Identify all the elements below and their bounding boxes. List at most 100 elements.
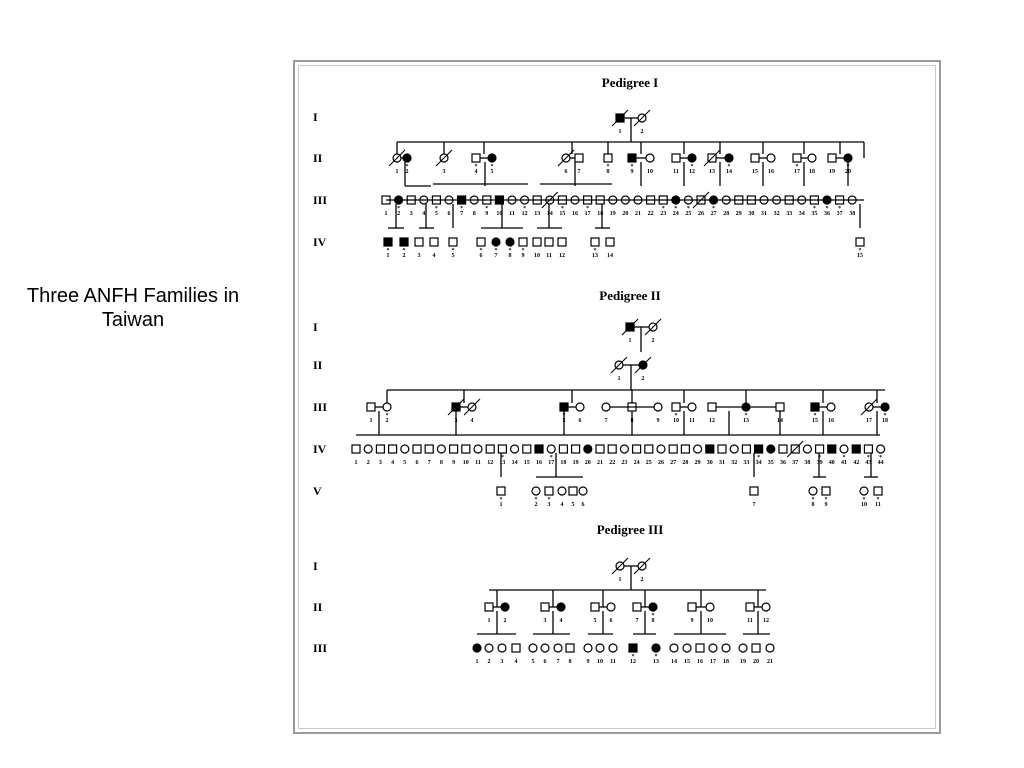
male-individual: 15 [750, 153, 760, 175]
proband-marker: * [586, 206, 589, 212]
male-square [532, 237, 542, 247]
male-square [627, 153, 637, 163]
female-individual: 18 [807, 153, 817, 175]
female-individual: 7 [553, 643, 563, 665]
female-individual: *14 [724, 153, 734, 175]
individual-number: 35 [768, 460, 774, 466]
individual-number: 4 [561, 502, 564, 508]
male-individual: 37 [786, 440, 804, 466]
individual-number: 36 [824, 211, 830, 217]
female-circle [473, 444, 483, 454]
female-individual: 34 [797, 195, 807, 217]
female-individual: 2 [633, 109, 651, 135]
individual-number: 30 [707, 460, 713, 466]
individual-number: 1 [387, 253, 390, 259]
deceased-slash [633, 109, 651, 127]
proband-marker: * [859, 248, 862, 254]
deceased-slash [463, 398, 481, 416]
individual-number: 9 [825, 502, 828, 508]
deceased-slash [557, 149, 575, 167]
individual-number: 38 [849, 211, 855, 217]
female-individual: 6 [606, 602, 616, 624]
female-circle [765, 643, 775, 653]
proband-marker: * [691, 164, 694, 170]
male-individual: *17 [792, 153, 802, 175]
deceased-slash [447, 398, 465, 416]
male-individual: 33 [784, 195, 794, 217]
individual-number: 10 [861, 502, 867, 508]
male-square [544, 237, 554, 247]
female-individual: 19 [738, 643, 748, 665]
individual-number: 22 [648, 211, 654, 217]
individual-number: 8 [607, 169, 610, 175]
individual-number: 26 [698, 211, 704, 217]
female-individual: 21 [765, 643, 775, 665]
proband-marker: * [843, 455, 846, 461]
female-individual: 4 [557, 486, 567, 508]
female-circle [651, 643, 661, 653]
proband-marker: * [509, 248, 512, 254]
male-square [471, 153, 481, 163]
individual-number: 33 [743, 460, 749, 466]
female-individual: *5 [487, 153, 497, 175]
proband-marker: * [495, 248, 498, 254]
female-circle [648, 602, 658, 612]
female-individual: 20 [620, 195, 631, 217]
individual-number: 7 [578, 169, 581, 175]
individual-number: 18 [809, 169, 815, 175]
individual-number: 9 [485, 211, 488, 217]
male-individual: *13 [590, 237, 600, 259]
female-individual: 31 [759, 195, 769, 217]
individual-number: 5 [572, 502, 575, 508]
male-individual: 7 [574, 153, 584, 175]
female-circle [738, 643, 748, 653]
proband-marker: * [838, 206, 841, 212]
individual-number: 41 [841, 460, 847, 466]
individual-number: 20 [753, 659, 759, 665]
individual-number: 19 [740, 659, 746, 665]
proband-marker: * [501, 455, 504, 461]
proband-marker: * [403, 248, 406, 254]
female-individual: 32 [729, 444, 739, 466]
male-square [680, 444, 691, 454]
individual-number: 4 [433, 253, 436, 259]
individual-number: 1 [488, 618, 491, 624]
female-individual: *18 [880, 402, 890, 424]
individual-number: 20 [622, 211, 628, 217]
proband-marker: * [757, 455, 760, 461]
individual-number: 5 [491, 169, 494, 175]
individual-number: 9 [657, 418, 660, 424]
male-square [749, 486, 759, 496]
female-individual: 1 [472, 643, 482, 665]
individual-number: 21 [597, 460, 603, 466]
female-circle [656, 444, 666, 454]
male-individual: 7 [749, 486, 759, 508]
proband-marker: * [813, 206, 816, 212]
individual-number: 14 [512, 460, 518, 466]
individual-number: 15 [857, 253, 863, 259]
female-individual: 6 [444, 195, 454, 217]
individual-number: 6 [582, 502, 585, 508]
male-individual: 1 [381, 195, 391, 217]
male-individual: 30 [746, 195, 757, 217]
female-individual: *2 [531, 486, 541, 508]
pedigree-title: Pedigree II [599, 288, 661, 303]
male-individual: *4 [471, 153, 481, 175]
female-individual: *36 [822, 195, 832, 217]
individual-number: 4 [391, 460, 394, 466]
individual-number: 11 [475, 460, 481, 466]
male-individual: *3 [544, 486, 554, 508]
individual-number: 15 [812, 418, 818, 424]
male-square [631, 444, 642, 454]
male-square [375, 444, 385, 454]
individual-number: 17 [866, 418, 872, 424]
female-circle [802, 444, 813, 454]
male-square [717, 444, 727, 454]
individual-number: 28 [723, 211, 729, 217]
individual-number: 1 [370, 418, 373, 424]
pedigree-title: Pedigree III [597, 522, 664, 537]
individual-number: 31 [719, 460, 725, 466]
male-individual: 1 [611, 109, 629, 135]
individual-number: 12 [630, 659, 636, 665]
